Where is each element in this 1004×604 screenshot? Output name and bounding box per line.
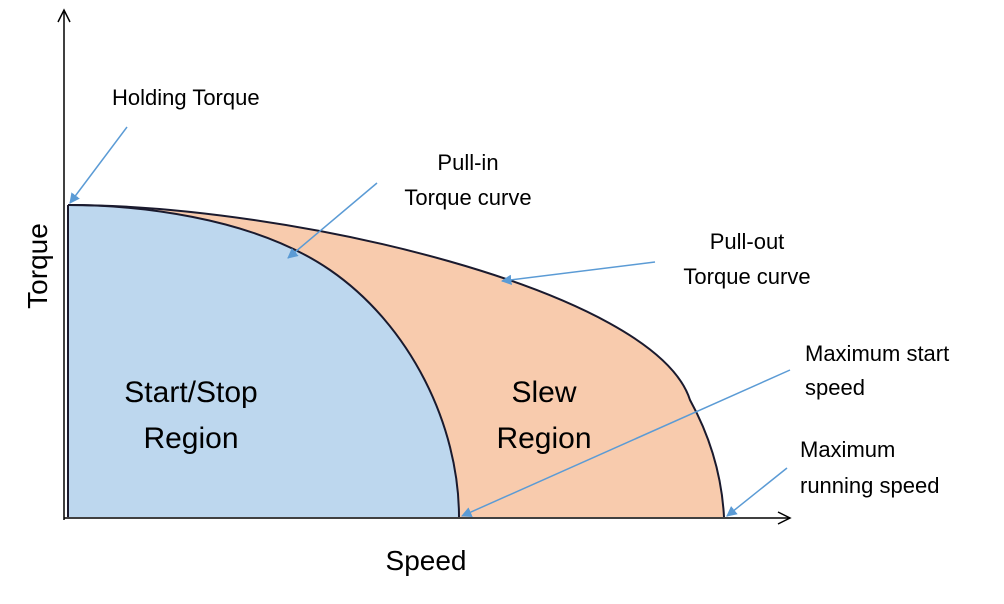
- pull-out-torque-curve: [67, 204, 725, 518]
- pull-in-arrow-icon: [287, 182, 378, 259]
- holding-torque-arrow-icon: [69, 126, 128, 204]
- pull-out-label-line1: Pull-out: [710, 229, 785, 254]
- pull-in-torque-curve: [67, 204, 460, 518]
- max-start-speed-label-line1: Maximum start: [805, 341, 949, 366]
- pull-out-label-line2: Torque curve: [683, 264, 810, 289]
- start-stop-region-area: [68, 205, 459, 517]
- max-running-speed-arrow-icon: [726, 467, 788, 517]
- start-stop-region-label-line2: Region: [143, 422, 238, 455]
- holding-torque-label: Holding Torque: [112, 85, 260, 110]
- x-axis-arrowhead-icon: [777, 511, 792, 525]
- x-axis-label: Speed: [386, 545, 467, 576]
- slew-region-label-line1: Slew: [511, 376, 576, 409]
- start-stop-region-label-line1: Start/Stop: [124, 376, 257, 409]
- pull-in-label-line1: Pull-in: [437, 150, 498, 175]
- slew-region-label-line2: Region: [496, 422, 591, 455]
- max-running-speed-label-line2: running speed: [800, 473, 939, 498]
- y-axis-arrowhead-icon: [57, 8, 71, 23]
- pull-out-arrow-icon: [500, 261, 656, 286]
- max-start-speed-label-line2: speed: [805, 375, 865, 400]
- max-start-speed-arrow-icon: [461, 369, 791, 517]
- max-running-speed-label-line1: Maximum: [800, 437, 895, 462]
- y-axis-label: Torque: [22, 223, 53, 309]
- slew-region-area: [68, 205, 724, 517]
- pull-in-label-line2: Torque curve: [404, 185, 531, 210]
